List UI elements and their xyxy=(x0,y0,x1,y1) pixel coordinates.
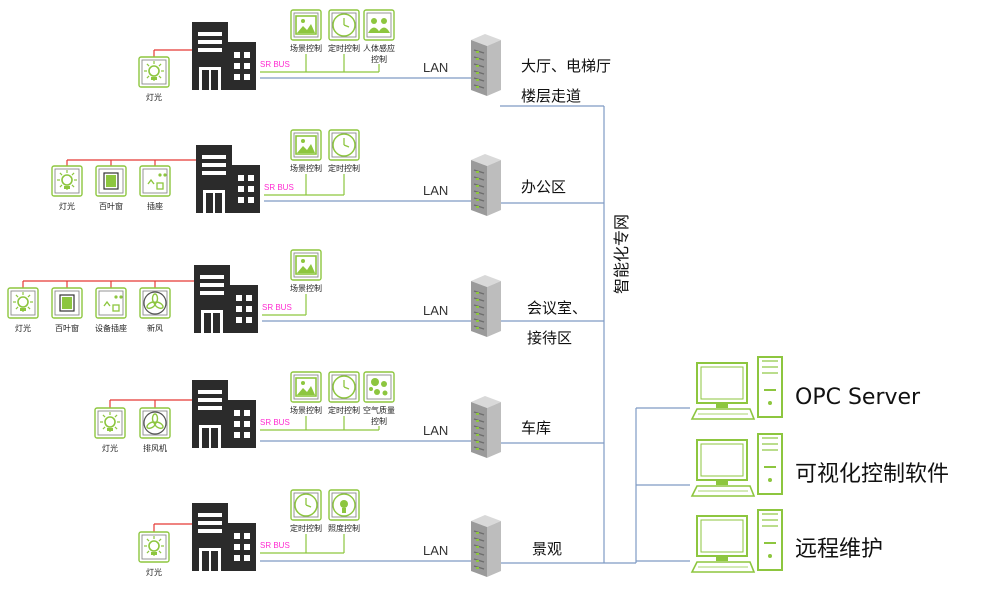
sr-bus-label: SR BUS xyxy=(264,183,294,192)
workstation-label: 远程维护 xyxy=(795,537,883,562)
device-label: 灯光 xyxy=(146,567,162,577)
sr-bus-label: SR BUS xyxy=(262,303,292,312)
building-icon xyxy=(194,265,258,333)
computer-icon xyxy=(690,356,783,420)
building-icon xyxy=(192,22,256,90)
air-quality-icon xyxy=(363,371,395,403)
sr-bus-label: SR BUS xyxy=(260,60,290,69)
zone-row-5: 灯光 SR BUS定时控制照度控制 LAN 景观 xyxy=(146,523,604,577)
zone-row-2: 灯光 百叶窗 插座 SR BUS 场景控制定时控制 LAN 办公区 xyxy=(59,159,604,211)
lan-label: LAN xyxy=(423,183,448,198)
blinds-icon xyxy=(51,287,83,319)
panel-label-line2: 控制 xyxy=(371,416,387,426)
socket-icon xyxy=(139,165,171,197)
network-label: 智能化专网 xyxy=(612,214,631,294)
sr-bus-label: SR BUS xyxy=(260,418,290,427)
zone-label: 楼层走道 xyxy=(521,87,581,105)
fan-icon xyxy=(139,287,171,319)
light-bulb-icon xyxy=(94,407,126,439)
light-bulb-icon xyxy=(138,531,170,563)
light-bulb-icon xyxy=(51,165,83,197)
light-bulb-icon xyxy=(138,56,170,88)
socket-icon xyxy=(95,287,127,319)
panel-label: 场景控制 xyxy=(290,405,322,415)
panel-label: 定时控制 xyxy=(290,523,322,533)
lan-label: LAN xyxy=(423,60,448,75)
device-label: 百叶窗 xyxy=(55,323,79,333)
panel-label: 照度控制 xyxy=(328,523,360,533)
light-bulb-icon xyxy=(7,287,39,319)
device-label: 灯光 xyxy=(59,201,75,211)
fan-icon xyxy=(139,407,171,439)
panel-label-line2: 控制 xyxy=(371,54,387,64)
sr-bus-label: SR BUS xyxy=(260,541,290,550)
building-icon xyxy=(192,503,256,571)
zone-label: 接待区 xyxy=(527,329,572,347)
zone-row-4: 灯光 排风机 SR BUS场景控制定时控制空气质量控制 LAN 车库 xyxy=(102,399,604,453)
panel-label: 场景控制 xyxy=(290,163,322,173)
device-label: 设备插座 xyxy=(95,323,127,333)
panel-label: 定时控制 xyxy=(328,163,360,173)
lan-label: LAN xyxy=(423,423,448,438)
scene-image-icon xyxy=(290,129,322,161)
server-icon xyxy=(471,275,501,337)
lan-label: LAN xyxy=(423,543,448,558)
server-icon xyxy=(471,34,501,96)
computer-icon xyxy=(690,509,783,573)
panel-label: 定时控制 xyxy=(328,43,360,53)
computer-icon xyxy=(690,433,783,497)
workstation-label: 可视化控制软件 xyxy=(795,462,949,487)
device-label: 插座 xyxy=(147,201,163,211)
panel-label: 场景控制 xyxy=(290,43,322,53)
lan-label: LAN xyxy=(423,303,448,318)
device-label: 灯光 xyxy=(102,443,118,453)
device-label: 排风机 xyxy=(143,443,167,453)
building-icon xyxy=(196,145,260,213)
device-label: 灯光 xyxy=(15,323,31,333)
workstation-label: OPC Server xyxy=(795,385,921,410)
zone-label: 大厅、电梯厅 xyxy=(521,57,611,75)
people-icon xyxy=(363,9,395,41)
zone-label: 车库 xyxy=(521,419,551,437)
scene-image-icon xyxy=(290,371,322,403)
server-icon xyxy=(471,396,501,458)
device-label: 新风 xyxy=(147,323,163,333)
clock-icon xyxy=(328,9,360,41)
server-icon xyxy=(471,515,501,577)
zone-label: 景观 xyxy=(532,540,562,558)
clock-icon xyxy=(328,129,360,161)
building-icon xyxy=(192,380,256,448)
clock-icon xyxy=(290,489,322,521)
panel-label: 空气质量 xyxy=(363,405,395,415)
device-label: 百叶窗 xyxy=(99,201,123,211)
clock-icon xyxy=(328,371,360,403)
illumination-icon xyxy=(328,489,360,521)
server-icon xyxy=(471,154,501,216)
zone-row-1: 灯光 SR BUS场景控制定时控制人体感应控制 LAN 大厅、电梯厅楼层走道 xyxy=(146,43,611,107)
device-label: 灯光 xyxy=(146,92,162,102)
scene-image-icon xyxy=(290,249,322,281)
blinds-icon xyxy=(95,165,127,197)
scene-image-icon xyxy=(290,9,322,41)
zone-label: 办公区 xyxy=(521,178,566,196)
panel-label: 人体感应 xyxy=(363,43,395,53)
panel-label: 定时控制 xyxy=(328,405,360,415)
panel-label: 场景控制 xyxy=(290,283,322,293)
zone-row-3: 灯光 百叶窗 设备插座 新风 SR BUS 场景控制 LAN 会议室、接待区 xyxy=(15,280,604,347)
zone-label: 会议室、 xyxy=(527,299,587,317)
